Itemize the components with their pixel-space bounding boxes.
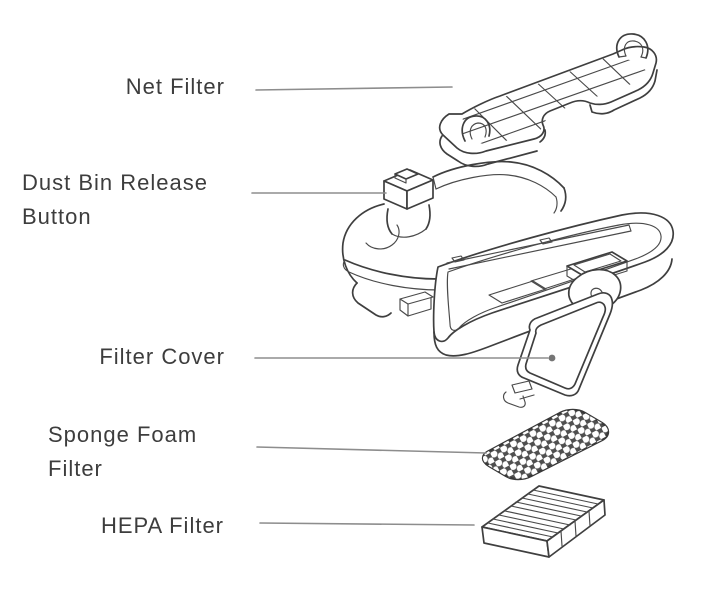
dust-bin-drawing — [341, 160, 674, 357]
net-filter-handle-icons — [461, 33, 649, 142]
net-filter-label: Net Filter — [125, 74, 225, 99]
hepa-filter-label: HEPA Filter — [100, 513, 224, 538]
filter-cover-pointer-dot — [548, 354, 556, 362]
dust-bin-release-button-label: Dust Bin Release Button — [22, 166, 208, 234]
dust-bin-release-button-label-line1: Dust Bin Release — [22, 170, 208, 195]
dust-bin-release-button-label-line2: Button — [22, 204, 92, 229]
filter-cover-latch-drawing — [502, 380, 535, 408]
sponge-foam-filter-drawing — [481, 408, 610, 481]
hepa-filter-drawing — [481, 485, 606, 558]
net-filter-drawing — [438, 33, 658, 168]
sponge-foam-filter-leader-line — [256, 446, 487, 454]
filter-cover-drawing — [502, 291, 614, 408]
hepa-filter-leader-line — [259, 522, 475, 526]
release-button-drawing — [383, 168, 434, 210]
net-filter-leader-line — [255, 86, 453, 91]
hepa-pleat-lines — [487, 489, 599, 547]
filter-cover-label: Filter Cover — [99, 344, 225, 369]
sponge-foam-filter-label: Sponge Foam Filter — [48, 418, 197, 486]
sponge-foam-filter-label-line1: Sponge Foam — [48, 422, 198, 447]
sponge-foam-filter-label-line2: Filter — [48, 456, 103, 481]
